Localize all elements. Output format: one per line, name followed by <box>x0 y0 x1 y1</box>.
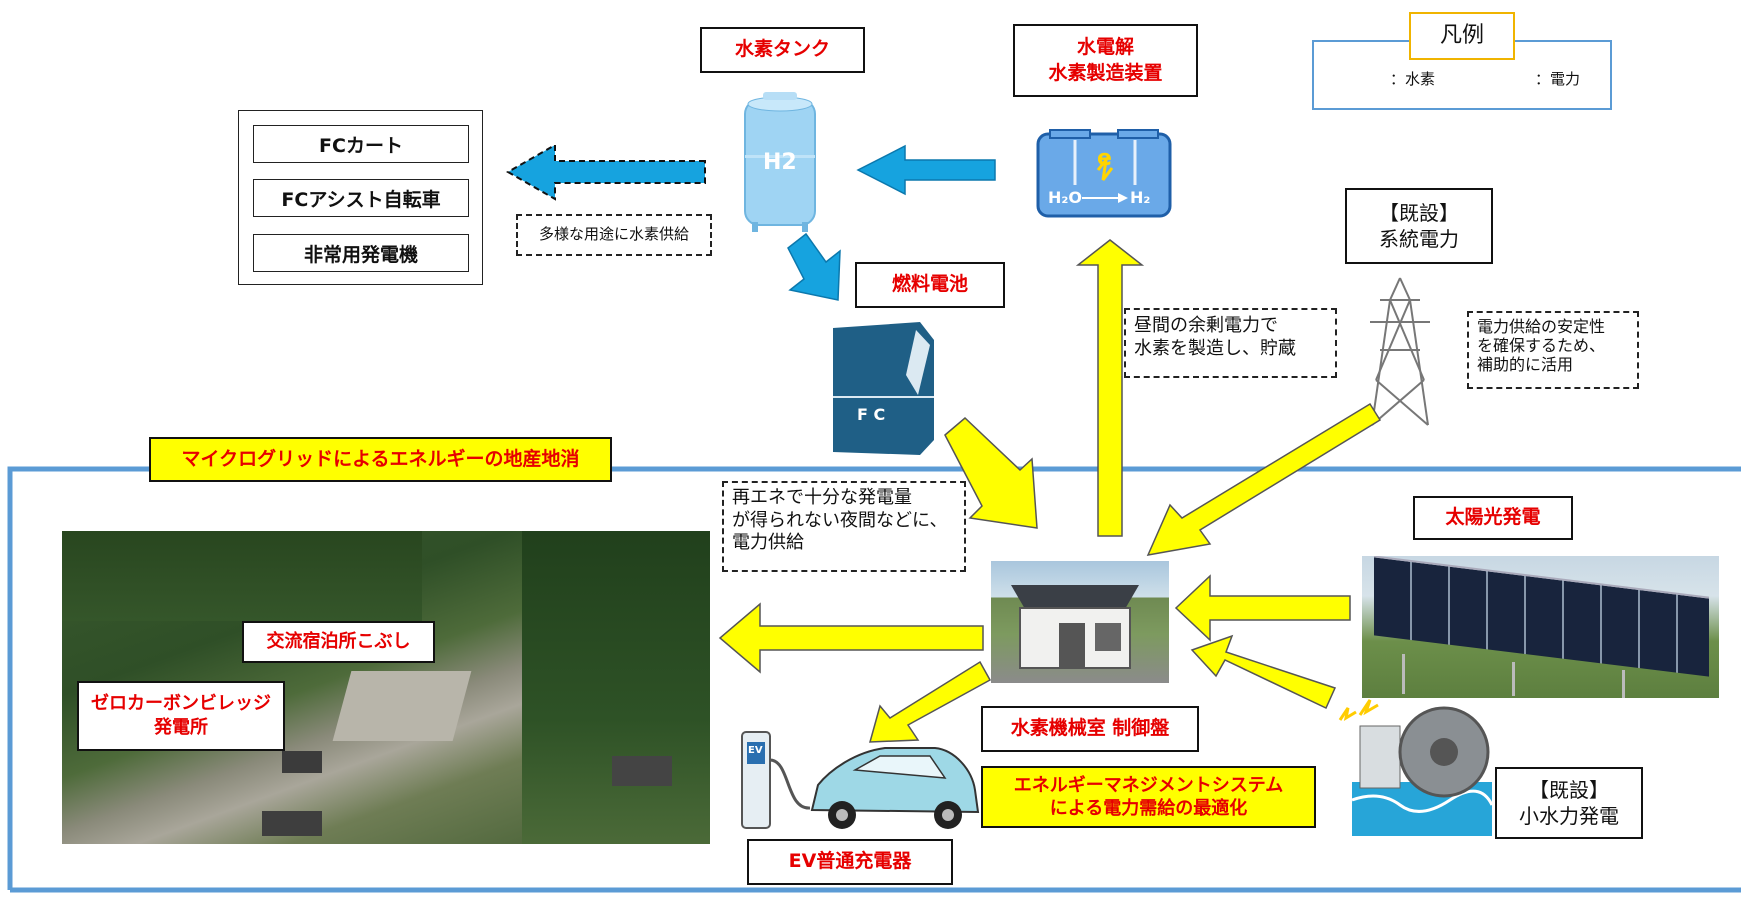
power-arrow-control-to-ev <box>869 660 992 743</box>
zero-carbon-line1: ゼロカーボンビレッジ <box>91 692 271 714</box>
h2-arrow-tank-to-fuelcell <box>787 232 841 301</box>
fuel-cell-text: F C <box>857 405 886 424</box>
grid-power-label: 【既設】 系統電力 <box>1345 188 1493 264</box>
note-supply: 多様な用途に水素供給 <box>516 214 712 256</box>
ev-charger-label: EV普通充電器 <box>747 839 953 885</box>
legend-title: 凡例 <box>1409 12 1515 60</box>
control-building-photo <box>991 561 1169 683</box>
fuel-cell-icon <box>833 322 934 455</box>
hydrogen-tank-icon <box>744 92 816 232</box>
power-arrow-up-to-electrolyzer <box>1075 239 1145 537</box>
water-wheel-icon <box>1338 699 1494 836</box>
small-hydro-label: 【既設】 小水力発電 <box>1495 767 1643 839</box>
note-surplus-line1: 昼間の余剰電力で <box>1134 315 1278 336</box>
ev-text: EV <box>748 745 763 756</box>
h2-arrow-electrolyzer-to-tank <box>856 144 996 196</box>
lodging-label: 交流宿泊所こぶし <box>242 621 435 663</box>
power-arrow-hydro-to-control <box>1190 634 1337 710</box>
fc-use-cart: FCカート <box>253 125 469 163</box>
note-night-line1: 再エネで十分な発電量 <box>732 487 912 508</box>
hydro-name: 小水力発電 <box>1519 804 1619 828</box>
note-night: 再エネで十分な発電量 が得られない夜間などに、 電力供給 <box>722 481 966 572</box>
note-stability: 電力供給の安定性 を確保するため、 補助的に活用 <box>1467 311 1639 389</box>
power-arrow-control-to-village <box>718 602 984 674</box>
control-room-label: 水素機械室 制御盤 <box>981 706 1199 752</box>
fuel-cell-label: 燃料電池 <box>855 262 1005 308</box>
ems-line2: による電力需給の最適化 <box>1049 798 1248 819</box>
ev-charger-icon <box>741 731 811 829</box>
note-stability-line2: を確保するため、 <box>1477 336 1606 356</box>
note-night-line2: が得られない夜間などに、 <box>732 509 948 531</box>
solar-panel-photo <box>1362 556 1719 698</box>
note-night-line3: 電力供給 <box>732 532 804 553</box>
legend-power-label: ：電力 <box>1535 70 1581 88</box>
electrolyzer-e-text: e <box>1097 146 1112 171</box>
microgrid-frame <box>7 466 1741 890</box>
note-stability-line3: 補助的に活用 <box>1477 355 1574 375</box>
electrolysis-label-line1: 水電解 <box>1076 35 1134 58</box>
h2-arrow-tank-to-uses <box>505 143 706 201</box>
electrolyzer-h2-text: H₂ <box>1130 188 1151 207</box>
electrolyzer-icon <box>1036 129 1172 218</box>
fc-use-bicycle: FCアシスト自転車 <box>253 179 469 217</box>
ems-label: エネルギーマネジメントシステム による電力需給の最適化 <box>981 766 1316 828</box>
grid-name: 系統電力 <box>1379 227 1459 251</box>
electrolysis-label-line2: 水素製造装置 <box>1048 61 1163 84</box>
fc-use-generator: 非常用発電機 <box>253 234 469 272</box>
note-surplus-line2: 水素を製造し、貯蔵 <box>1134 338 1296 360</box>
transmission-tower-icon <box>1370 277 1430 426</box>
electric-car-icon <box>810 747 980 829</box>
power-arrow-grid-to-control <box>1146 402 1382 556</box>
ems-line1: エネルギーマネジメントシステム <box>1013 774 1284 796</box>
legend-hydrogen-label: ：水素 <box>1390 70 1436 88</box>
zero-carbon-line2: 発電所 <box>154 717 208 738</box>
note-stability-line1: 電力供給の安定性 <box>1477 317 1606 336</box>
microgrid-title: マイクログリッドによるエネルギーの地産地消 <box>149 437 612 482</box>
hydro-existing-tag: 【既設】 <box>1529 778 1609 802</box>
village-aerial-photo <box>62 531 710 844</box>
grid-existing-tag: 【既設】 <box>1379 201 1459 225</box>
power-arrow-fuelcell-to-control <box>944 416 1038 529</box>
power-arrow-solar-to-control <box>1174 574 1351 642</box>
electrolysis-label: 水電解 水素製造装置 <box>1013 24 1198 97</box>
solar-label: 太陽光発電 <box>1413 496 1573 540</box>
zero-carbon-label: ゼロカーボンビレッジ 発電所 <box>77 681 285 751</box>
hydrogen-tank-label: 水素タンク <box>700 27 865 73</box>
electrolyzer-h2o-text: H₂O <box>1048 188 1082 207</box>
tank-text: H2 <box>763 150 797 175</box>
note-surplus: 昼間の余剰電力で 水素を製造し、貯蔵 <box>1124 308 1337 378</box>
